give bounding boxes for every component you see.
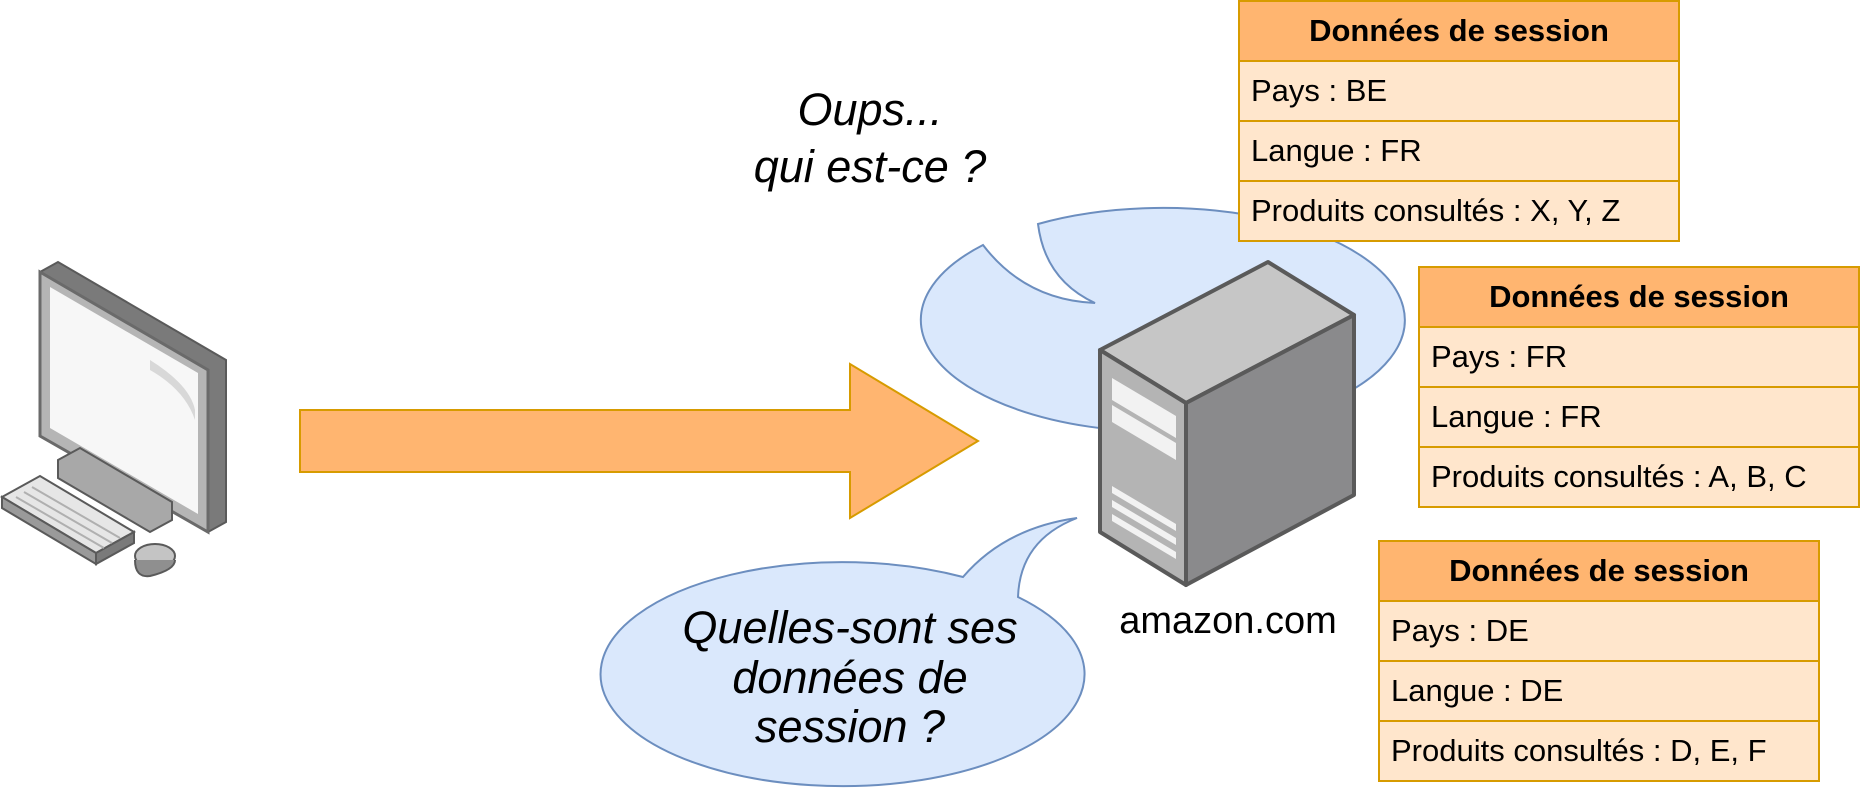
session-table-3-langue: Langue : DE <box>1380 662 1818 722</box>
session-table-1-title: Données de session <box>1240 2 1678 62</box>
session-table-2-pays: Pays : FR <box>1420 328 1858 388</box>
session-table-3-pays: Pays : DE <box>1380 602 1818 662</box>
computer-icon <box>0 260 227 578</box>
bubble-top-line-1: Oups... <box>797 84 942 135</box>
server-icon <box>1098 260 1356 587</box>
speech-bubble-bottom: Quelles-sont ses données de session ? <box>599 517 1086 788</box>
session-table-2-title: Données de session <box>1420 268 1858 328</box>
bubble-bottom-line-3: session ? <box>755 701 945 752</box>
session-table-1-pays: Pays : BE <box>1240 62 1678 122</box>
session-table-3-produits: Produits consultés : D, E, F <box>1391 733 1767 768</box>
bubble-bottom-line-2: données de <box>732 652 967 703</box>
session-table-2-langue: Langue : FR <box>1420 388 1858 448</box>
session-table-3-title: Données de session <box>1380 542 1818 602</box>
bubble-top-line-2: qui est-ce ? <box>754 141 987 192</box>
session-table-1-produits: Produits consultés : X, Y, Z <box>1251 193 1621 228</box>
session-table-2-produits: Produits consultés : A, B, C <box>1431 459 1807 494</box>
request-arrow <box>299 362 980 520</box>
session-table-1: Données de session Pays : BE Langue : FR… <box>1238 0 1680 242</box>
session-table-3: Données de session Pays : DE Langue : DE… <box>1378 540 1820 782</box>
session-table-1-langue: Langue : FR <box>1240 122 1678 182</box>
session-table-2: Données de session Pays : FR Langue : FR… <box>1418 266 1860 508</box>
bubble-bottom-line-1: Quelles-sont ses <box>682 602 1017 653</box>
server-label: amazon.com <box>1119 600 1337 642</box>
